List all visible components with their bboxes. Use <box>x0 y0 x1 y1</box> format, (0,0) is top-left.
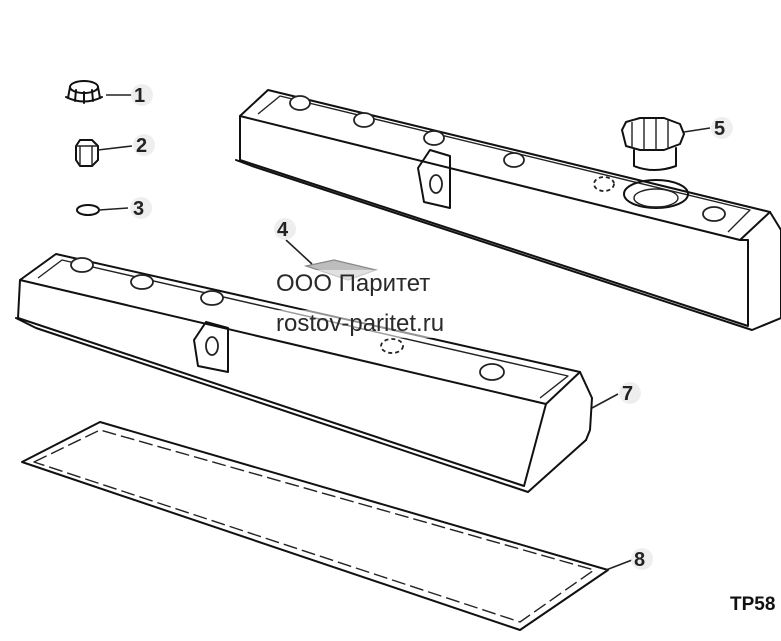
callout-5: 5 <box>683 117 733 140</box>
callout-number: 4 <box>277 219 289 241</box>
oil-filler-cap-icon <box>621 117 685 171</box>
hex-nut-icon <box>75 139 99 167</box>
gasket-icon <box>21 421 609 631</box>
watermark-site: rostov-paritet.ru <box>272 310 449 338</box>
figure-code: TP58 <box>730 594 776 615</box>
callout-number: 2 <box>136 135 147 157</box>
callout-number: 3 <box>133 198 144 220</box>
callout-4: 4 <box>274 218 313 265</box>
washer-icon <box>76 204 100 216</box>
callout-number: 8 <box>634 549 645 571</box>
callout-number: 5 <box>714 118 725 140</box>
callout-8: 8 <box>605 548 653 571</box>
callout-3: 3 <box>98 197 152 220</box>
callout-1: 1 <box>106 84 153 107</box>
callout-number: 1 <box>134 85 145 107</box>
callout-2: 2 <box>97 134 155 157</box>
watermark-company: ООО Паритет <box>272 270 435 298</box>
callout-number: 7 <box>622 383 633 405</box>
upper-valve-cover <box>235 89 781 331</box>
cap-nut-icon <box>65 80 103 104</box>
callout-7: 7 <box>591 382 641 409</box>
